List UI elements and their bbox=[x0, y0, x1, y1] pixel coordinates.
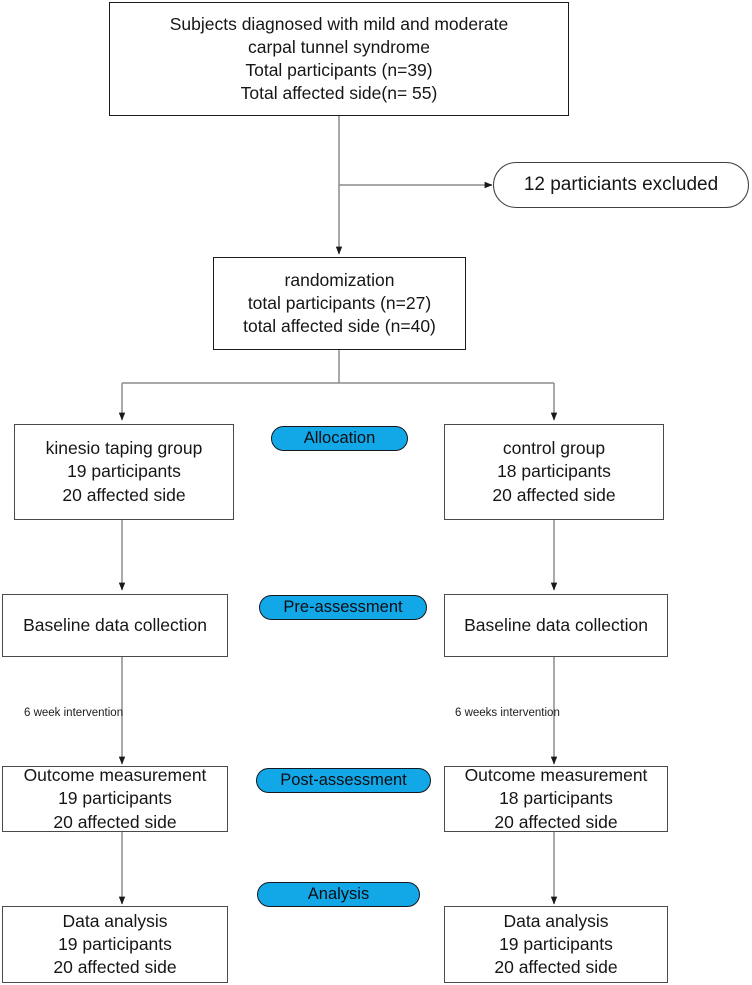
node-control-group-line-3: 20 affected side bbox=[492, 484, 616, 505]
node-randomization-line-3: total affected side (n=40) bbox=[243, 316, 436, 337]
node-analysis-right-line-2: 19 participants bbox=[499, 933, 613, 954]
node-analysis-left-line-3: 20 affected side bbox=[53, 957, 177, 978]
node-outcome-left: Outcome measurement 19 participants 20 a… bbox=[2, 765, 228, 832]
node-analysis-right-line-3: 20 affected side bbox=[494, 957, 618, 978]
node-analysis-left-line-2: 19 participants bbox=[58, 933, 172, 954]
node-enrollment-line-4: Total affected side(n= 55) bbox=[240, 83, 438, 104]
node-analysis-left-line-1: Data analysis bbox=[62, 910, 168, 931]
node-randomization: randomization total participants (n=27) … bbox=[213, 257, 466, 350]
node-analysis-right: Data analysis 19 participants 20 affecte… bbox=[444, 906, 668, 983]
stage-label-allocation: Allocation bbox=[271, 426, 408, 451]
node-outcome-right-line-3: 20 affected side bbox=[494, 811, 618, 832]
node-enrollment-line-3: Total participants (n=39) bbox=[245, 60, 433, 80]
node-randomization-line-2: total participants (n=27) bbox=[247, 292, 432, 313]
stage-label-post-assessment: Post-assessment bbox=[256, 768, 431, 793]
node-outcome-left-line-3: 20 affected side bbox=[53, 811, 177, 832]
node-enrollment: Subjects diagnosed with mild and moderat… bbox=[109, 2, 569, 116]
stage-label-post-assessment-text: Post-assessment bbox=[280, 771, 407, 790]
stage-label-analysis-text: Analysis bbox=[307, 885, 370, 904]
node-outcome-left-line-2: 19 participants bbox=[58, 788, 172, 809]
node-excluded-label: 12 particiants excluded bbox=[523, 174, 719, 195]
node-outcome-left-line-1: Outcome measurement bbox=[23, 765, 207, 786]
stage-label-allocation-text: Allocation bbox=[303, 429, 376, 448]
node-enrollment-line-2: carpal tunnel syndrome bbox=[248, 36, 430, 57]
node-control-group-line-1: control group bbox=[502, 438, 606, 459]
node-baseline-left: Baseline data collection bbox=[2, 594, 228, 657]
node-baseline-right-line-1: Baseline data collection bbox=[464, 614, 648, 635]
node-baseline-right: Baseline data collection bbox=[444, 594, 668, 657]
node-randomization-line-1: randomization bbox=[284, 269, 395, 290]
stage-label-pre-assessment: Pre-assessment bbox=[259, 595, 427, 620]
node-outcome-right: Outcome measurement 18 participants 20 a… bbox=[444, 765, 668, 832]
node-outcome-right-line-1: Outcome measurement bbox=[464, 765, 648, 786]
node-intervention-group-line-1: kinesio taping group bbox=[45, 438, 203, 459]
node-intervention-group-line-2: 19 participants bbox=[67, 461, 181, 482]
node-intervention-group: kinesio taping group 19 participants 20 … bbox=[14, 424, 234, 520]
node-analysis-right-line-1: Data analysis bbox=[503, 910, 609, 931]
annotation-intervention-right-text: 6 weeks intervention bbox=[455, 707, 560, 719]
node-outcome-right-line-2: 18 participants bbox=[499, 788, 613, 809]
annotation-intervention-left: 6 week intervention bbox=[24, 707, 123, 719]
stage-label-analysis: Analysis bbox=[257, 882, 420, 907]
node-analysis-left: Data analysis 19 participants 20 affecte… bbox=[2, 906, 228, 983]
node-control-group-line-2: 18 participants bbox=[497, 461, 611, 482]
node-excluded: 12 particiants excluded bbox=[493, 162, 749, 208]
stage-label-pre-assessment-text: Pre-assessment bbox=[283, 598, 403, 617]
node-enrollment-line-1: Subjects diagnosed with mild and moderat… bbox=[169, 13, 509, 34]
node-intervention-group-line-3: 20 affected side bbox=[62, 484, 186, 505]
node-control-group: control group 18 participants 20 affecte… bbox=[444, 424, 664, 520]
annotation-intervention-right: 6 weeks intervention bbox=[455, 707, 560, 719]
annotation-intervention-left-text: 6 week intervention bbox=[24, 707, 124, 719]
node-baseline-left-line-1: Baseline data collection bbox=[23, 614, 207, 635]
